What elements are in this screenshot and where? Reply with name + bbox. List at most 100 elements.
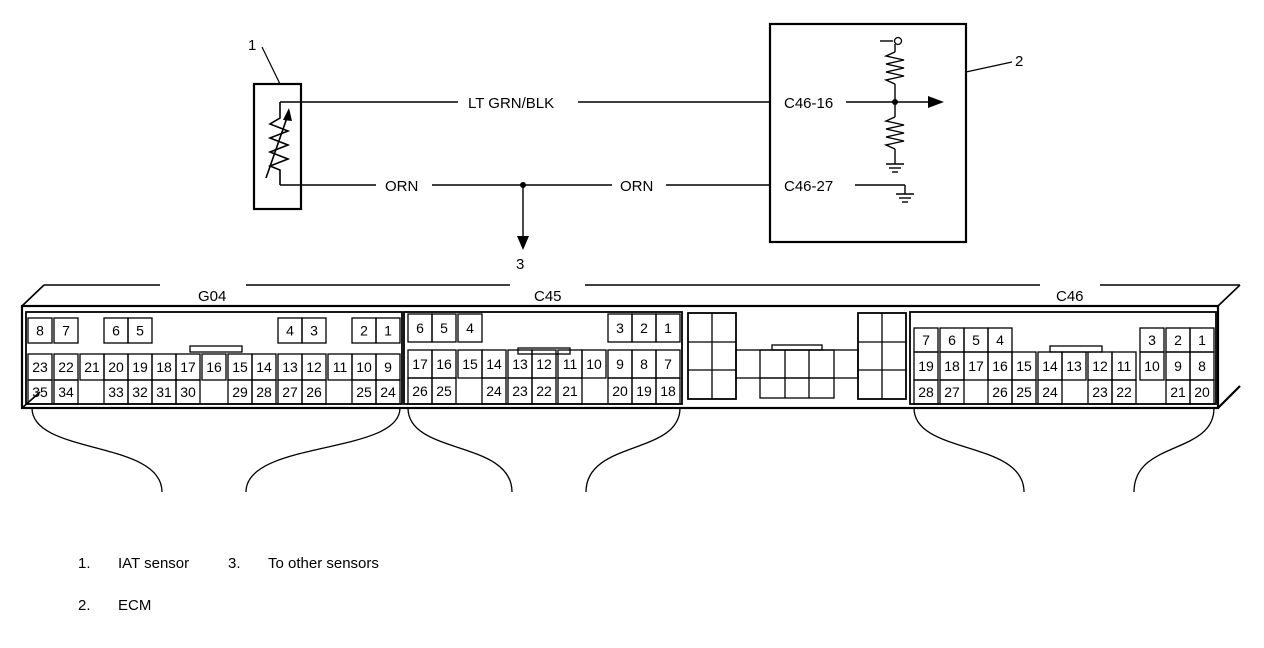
pin-label-g04-32: 32 <box>132 384 148 400</box>
connector-c45-caption: C45 <box>534 288 562 305</box>
wire-ground-color-left: ORN <box>385 178 418 195</box>
pin-cavity <box>431 377 457 405</box>
pin-label-c45-15: 15 <box>462 356 478 372</box>
pin-label-g04-1: 1 <box>384 323 392 339</box>
pin-label-c46-28: 28 <box>918 384 934 400</box>
pin-cavity <box>1061 351 1087 381</box>
legend-num-3: 3. <box>228 555 241 572</box>
pin-label-c45-10: 10 <box>586 356 602 372</box>
pin-label-g04-27: 27 <box>282 384 298 400</box>
ecm-junction-dot <box>892 99 898 105</box>
callout-2-leader <box>965 61 1013 73</box>
pin-cavity <box>127 317 153 344</box>
pin-label-c45-24: 24 <box>486 383 502 399</box>
pin-label-c45-5: 5 <box>440 320 448 336</box>
pin-label-c46-14: 14 <box>1042 358 1058 374</box>
wire-signal-color: LT GRN/BLK <box>468 95 554 112</box>
pin-label-c46-12: 12 <box>1092 358 1108 374</box>
pin-label-c46-21: 21 <box>1170 384 1186 400</box>
pin-cavity <box>913 379 939 405</box>
pin-label-g04-23: 23 <box>32 359 48 375</box>
wires <box>280 101 770 238</box>
pin-cavity <box>53 317 79 344</box>
pin-label-c46-10: 10 <box>1144 358 1160 374</box>
pin-label-g04-35: 35 <box>32 384 48 400</box>
pin-label-c46-6: 6 <box>948 332 956 348</box>
pin-label-c45-22: 22 <box>536 383 552 399</box>
pin-label-g04-19: 19 <box>132 359 148 375</box>
pin-label-c45-19: 19 <box>636 383 652 399</box>
pin-label-g04-8: 8 <box>36 323 44 339</box>
pin-label-c45-18: 18 <box>660 383 676 399</box>
pin-label-c45-25: 25 <box>436 383 452 399</box>
pin-label-c45-9: 9 <box>616 356 624 372</box>
pin-label-c46-18: 18 <box>944 358 960 374</box>
pin-label-g04-26: 26 <box>306 384 322 400</box>
pin-label-g04-15: 15 <box>232 359 248 375</box>
pin-cavity <box>1111 379 1137 405</box>
pin-label-c45-7: 7 <box>664 356 672 372</box>
pin-cavity <box>251 379 277 405</box>
pin-label-c45-14: 14 <box>486 356 502 372</box>
pin-label-g04-10: 10 <box>356 359 372 375</box>
callout-1: 1 <box>248 37 256 54</box>
callout-2: 2 <box>1015 53 1023 70</box>
pin-label-c46-23: 23 <box>1092 384 1108 400</box>
pin-cavity <box>53 379 79 405</box>
pin-label-g04-20: 20 <box>108 359 124 375</box>
pin-label-c46-1: 1 <box>1198 332 1206 348</box>
pin-label-g04-21: 21 <box>84 359 100 375</box>
pin-label-g04-25: 25 <box>356 384 372 400</box>
pin-cavity <box>557 377 583 405</box>
connector-g04-caption: G04 <box>198 288 226 305</box>
pin-cavity <box>457 313 483 343</box>
pin-label-g04-5: 5 <box>136 323 144 339</box>
pin-label-c45-6: 6 <box>416 320 424 336</box>
pin-label-g04-7: 7 <box>62 323 70 339</box>
pin-label-g04-2: 2 <box>360 323 368 339</box>
pin-label-c46-2: 2 <box>1174 332 1182 348</box>
pin-label-c46-16: 16 <box>992 358 1008 374</box>
legend-text-2: ECM <box>118 597 151 614</box>
pin-label-g04-9: 9 <box>384 359 392 375</box>
pin-cavity <box>1189 379 1215 405</box>
pin-label-c45-16: 16 <box>436 356 452 372</box>
pin-label-c46-24: 24 <box>1042 384 1058 400</box>
pin-label-g04-24: 24 <box>380 384 396 400</box>
legend: 1. IAT sensor 3. To other sensors 2. ECM <box>78 555 379 614</box>
pin-label-c45-17: 17 <box>412 356 428 372</box>
pin-label-g04-34: 34 <box>58 384 74 400</box>
voltage-supply-terminal <box>893 36 903 46</box>
pin-label-g04-17: 17 <box>180 359 196 375</box>
pin-label-g04-4: 4 <box>286 323 294 339</box>
pin-label-g04-6: 6 <box>112 323 120 339</box>
pin-label-c46-27: 27 <box>944 384 960 400</box>
pin-label-c45-11: 11 <box>563 356 578 372</box>
arrow-down-icon <box>517 236 529 250</box>
pin-cavity <box>431 313 457 343</box>
pin-label-c45-3: 3 <box>616 320 624 336</box>
pin-label-c46-3: 3 <box>1148 332 1156 348</box>
pin-cavity <box>531 377 557 405</box>
pin-label-g04-33: 33 <box>108 384 124 400</box>
pin-label-g04-31: 31 <box>156 384 172 400</box>
legend-text-1: IAT sensor <box>118 555 189 572</box>
pin-cavity <box>301 379 327 405</box>
pin-cavity <box>201 353 227 381</box>
pin-label-g04-14: 14 <box>256 359 272 375</box>
iat-sensor <box>252 82 303 211</box>
arrow-right-icon <box>928 96 944 108</box>
pin-label-g04-22: 22 <box>58 359 74 375</box>
pin-label-c45-8: 8 <box>640 356 648 372</box>
pin-label-g04-16: 16 <box>206 359 222 375</box>
pin-cavity <box>1139 351 1165 381</box>
connector-c46-caption: C46 <box>1056 288 1084 305</box>
pin-cavity <box>655 313 681 343</box>
pin-label-c46-11: 11 <box>1117 358 1132 374</box>
pin-label-c46-4: 4 <box>996 332 1004 348</box>
pin-label-g04-18: 18 <box>156 359 172 375</box>
pin-label-g04-28: 28 <box>256 384 272 400</box>
pin-cavity <box>1011 379 1037 405</box>
pin-label-c45-4: 4 <box>466 320 474 336</box>
